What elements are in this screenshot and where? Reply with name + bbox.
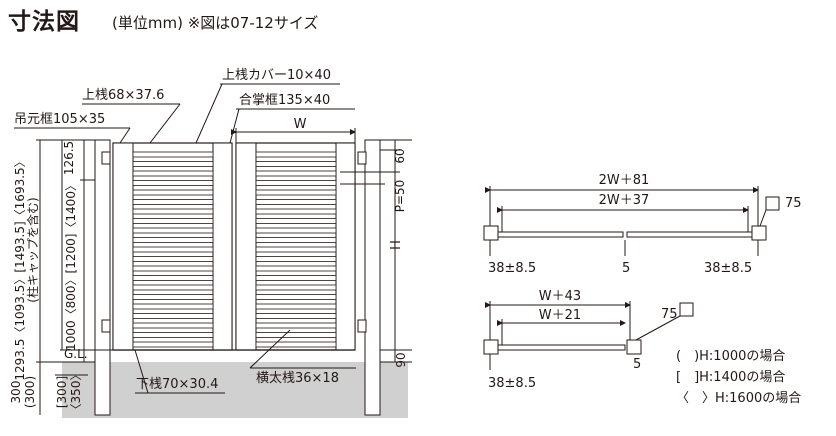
- gasshou-label: 合掌框135×40: [239, 93, 330, 108]
- louver-slat: [255, 189, 337, 196]
- right-meeting-stile: [235, 142, 257, 351]
- louver-slat: [255, 218, 337, 224]
- post-cap-note: (柱キャップを含む): [25, 197, 40, 302]
- louver-slat: [132, 180, 214, 186]
- double-inner-label: 2W＋37: [599, 193, 650, 208]
- legend-item: 〈 〉H:1600の場合: [676, 391, 801, 406]
- louver-slat: [132, 208, 214, 215]
- bottom-90-label: 90: [394, 352, 408, 367]
- louver-slat: [132, 199, 214, 205]
- hinge-top-right: [357, 151, 367, 165]
- gl-label: G.L.: [64, 347, 88, 361]
- louver-slat: [132, 284, 214, 291]
- bottom-300-b: (300): [23, 376, 37, 408]
- yokofutosan-label: 横太桟36×18: [256, 371, 339, 386]
- bottom-300-a: 300: [9, 381, 23, 404]
- louver-slat: [132, 341, 214, 348]
- right-slats: [255, 151, 337, 348]
- legend-item: ( )H:1000の場合: [676, 349, 785, 364]
- total-height-label: 1293.5〈1093.5〉[1493.5]〈1693.5〉: [13, 155, 27, 380]
- right-stile: [335, 142, 356, 351]
- double-post-label: 75: [785, 196, 802, 211]
- page-title: 寸法図: [8, 9, 80, 35]
- left-stile: [112, 142, 134, 351]
- louver-slat: [255, 151, 337, 158]
- louver-slat: [255, 199, 337, 205]
- louver-slat: [132, 161, 214, 167]
- louver-slat: [132, 294, 214, 300]
- louver-slat: [132, 170, 214, 177]
- left-post: [94, 139, 111, 416]
- bottom-300-c: [300]: [55, 376, 69, 408]
- louver-slat: [132, 246, 214, 253]
- louver-slat: [255, 208, 337, 215]
- louver-slat: [132, 256, 214, 262]
- kamisan-cover-label: 上桟カバー10×40: [222, 68, 331, 83]
- louver-slat: [255, 341, 337, 348]
- single-post-label: 75: [661, 307, 678, 322]
- louver-slat: [132, 237, 214, 243]
- louver-slat: [132, 303, 214, 310]
- louver-slat: [132, 227, 214, 234]
- ground-area: [62, 362, 408, 418]
- left-meeting-stile: [212, 142, 233, 351]
- louver-slat: [255, 256, 337, 262]
- right-post: [364, 139, 381, 416]
- hinge-bottom-right: [357, 319, 367, 333]
- page-subtitle: (単位mm) ※図は07-12サイズ: [112, 14, 319, 32]
- right-60-label: 60: [393, 148, 407, 163]
- single-left-gap: 38±8.5: [488, 376, 536, 391]
- louver-slat: [255, 227, 337, 234]
- louver-slat: [255, 246, 337, 253]
- door-height-label: 1000〈800〉[1200]〈1400〉: [64, 179, 78, 351]
- double-outer-label: 2W＋81: [599, 173, 650, 188]
- top-view-single: W＋43 W＋21 75 38±8.5 5: [483, 289, 694, 391]
- bottom-350: 〈350〉: [69, 369, 83, 416]
- shitasan-label: 下桟70×30.4: [136, 377, 218, 392]
- double-right-gap: 38±8.5: [704, 261, 752, 276]
- double-center-gap: 5: [622, 261, 630, 276]
- louver-slat: [132, 322, 214, 329]
- louver-slat: [255, 265, 337, 272]
- louver-slat: [132, 189, 214, 196]
- single-outer-label: W＋43: [539, 289, 581, 304]
- double-left-gap: 38±8.5: [488, 261, 536, 276]
- louver-slat: [255, 275, 337, 281]
- louver-slat: [255, 284, 337, 291]
- left-slats: [132, 151, 214, 348]
- louver-slat: [255, 303, 337, 310]
- louver-slat: [255, 294, 337, 300]
- louver-slat: [132, 218, 214, 224]
- single-right-gap: 5: [633, 357, 641, 372]
- louver-slat: [255, 170, 337, 177]
- kamisan-label: 上桟68×37.6: [82, 88, 164, 103]
- louver-slat: [132, 265, 214, 272]
- width-label: W: [294, 117, 307, 132]
- top-view-double: 2W＋81 2W＋37 75 38±8.5 5 38±8.5: [483, 173, 802, 276]
- tsurimoto-label: 吊元框105×35: [14, 112, 105, 127]
- top-dim-label: 126.5: [62, 141, 76, 175]
- louver-slat: [255, 237, 337, 243]
- legend-item: [ ]H:1400の場合: [676, 370, 785, 385]
- hinge-bottom-left: [101, 319, 111, 333]
- louver-slat: [255, 313, 337, 319]
- louver-slat: [255, 161, 337, 167]
- hinge-top-left: [101, 151, 111, 165]
- pitch-label: P=50: [393, 180, 407, 213]
- louver-slat: [132, 151, 214, 158]
- louver-slat: [132, 275, 214, 281]
- single-inner-label: W＋21: [539, 308, 581, 323]
- height-h-label: H: [389, 240, 404, 250]
- louver-slat: [132, 332, 214, 338]
- louver-slat: [132, 313, 214, 319]
- louver-slat: [255, 180, 337, 186]
- louver-slat: [255, 322, 337, 329]
- louver-slat: [255, 332, 337, 338]
